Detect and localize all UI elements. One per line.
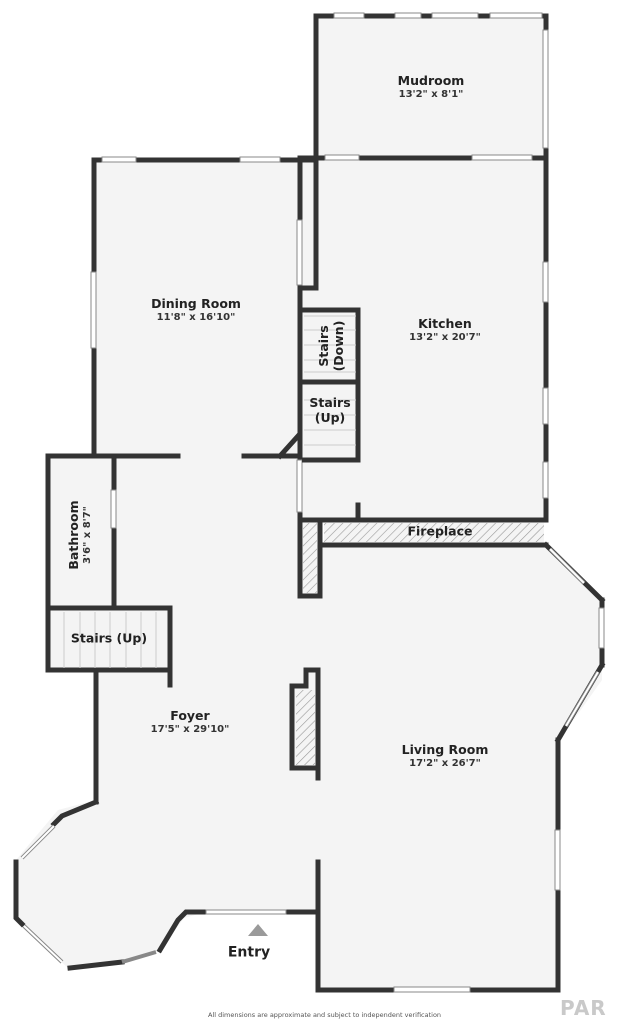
fireplace-label: Fireplace — [407, 524, 472, 539]
room-dimensions: 13'2" x 8'1" — [398, 89, 464, 100]
fireplace-text: Fireplace — [407, 523, 473, 539]
stairs-down-label: Stairs (Down) — [316, 321, 346, 372]
room-dimensions: 11'8" x 16'10" — [156, 312, 236, 323]
stairs-text: Stairs — [309, 395, 351, 410]
fireplace-hearth — [324, 523, 544, 542]
stairs-text: Stairs — [316, 325, 331, 367]
disclaimer: All dimensions are approximate and subje… — [208, 1011, 442, 1019]
room-dimensions: 3'6" x 8'7" — [82, 506, 93, 564]
room-name: Bathroom — [66, 500, 81, 570]
foyer-fireplace — [296, 690, 315, 765]
stairs-up-kitchen-label: Stairs (Up) — [309, 395, 350, 425]
room-label-mudroom: Mudroom 13'2" x 8'1" — [398, 73, 465, 101]
stairs-up-foyer-label: Stairs (Up) — [71, 631, 147, 646]
stair-treads — [63, 315, 356, 668]
room-label-living: Living Room 17'2" x 26'7" — [402, 742, 489, 770]
room-name: Foyer — [170, 708, 210, 723]
room-name: Kitchen — [418, 316, 472, 331]
entry-text: Entry — [227, 944, 271, 961]
room-dimensions: 17'5" x 29'10" — [150, 724, 230, 735]
room-dimensions: 17'2" x 26'7" — [409, 758, 481, 769]
room-label-dining: Dining Room 11'8" x 16'10" — [151, 296, 241, 324]
windows — [90, 12, 605, 993]
stairs-text: (Up) — [314, 410, 346, 425]
room-label-bathroom: Bathroom 3'6" x 8'7" — [66, 500, 94, 569]
entry-label: Entry — [227, 944, 271, 961]
entry-arrow-icon — [248, 924, 268, 936]
room-name: Living Room — [401, 742, 489, 757]
room-name: Mudroom — [397, 73, 465, 88]
par-logo: PAR — [560, 996, 607, 1020]
room-label-foyer: Foyer 17'5" x 29'10" — [151, 708, 230, 736]
room-label-kitchen: Kitchen 13'2" x 20'7" — [409, 316, 481, 344]
bathroom-floor — [48, 456, 114, 608]
room-name: Dining Room — [151, 296, 241, 311]
stairs-text: (Down) — [331, 320, 346, 372]
mudroom-floor — [316, 16, 546, 158]
room-dimensions: 13'2" x 20'7" — [409, 332, 481, 343]
stairs-text: Stairs (Up) — [70, 630, 148, 646]
